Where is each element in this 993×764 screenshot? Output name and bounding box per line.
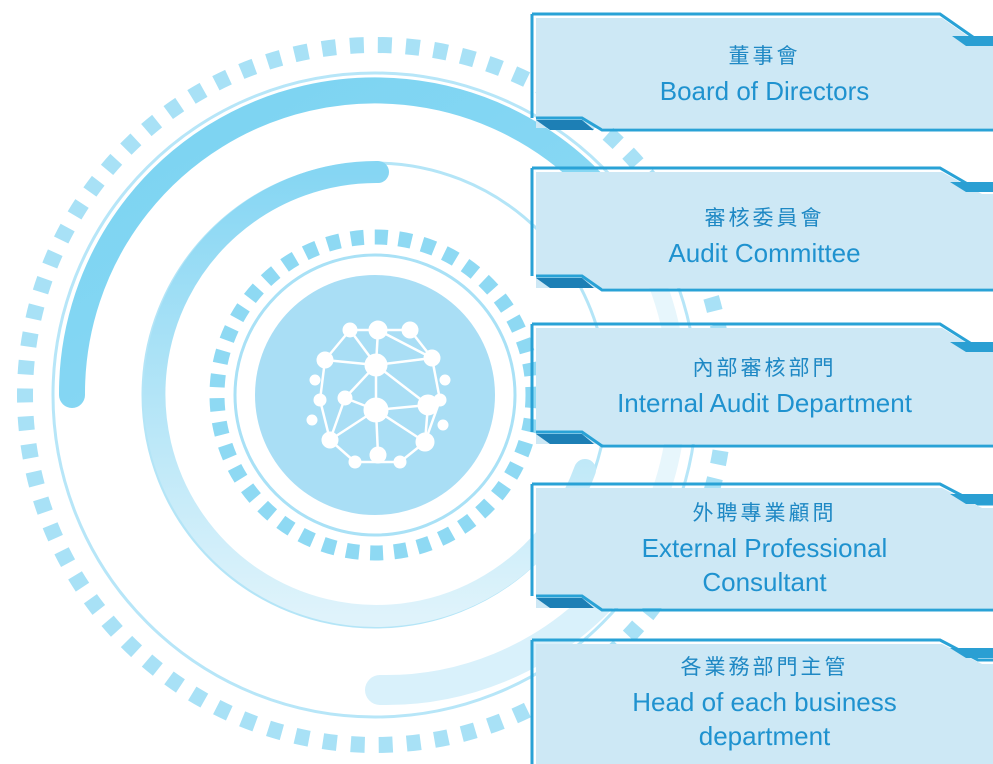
box-label-en: Board of Directors [659,76,870,106]
box-label-en: Internal Audit Department [617,388,912,418]
box-label-en: Head of each business department [632,687,897,751]
box-label-zh: 內部審核部門 [692,356,837,380]
inner-thin-ring [233,253,517,537]
middle-thick-arc [143,160,596,627]
box-label-zh: 審核委員會 [704,206,825,230]
box-frame [530,482,993,612]
bottom-faint-arc [365,585,615,706]
box-internal-audit-department: 內部審核部門 Internal Audit Department [522,320,993,448]
box-frame [530,12,993,132]
box-frame [530,638,993,764]
box-board-of-directors: 董事會 Board of Directors [522,10,993,132]
box-head-of-business-department: 各業務部門主管 Head of each business department [522,636,993,764]
box-label-zh: 各業務部門主管 [680,655,849,679]
box-label-en: External Professional Consultant [641,533,888,597]
box-frame [530,322,993,448]
box-audit-committee: 審核委員會 Audit Committee [522,164,993,292]
box-external-professional-consultant: 外聘專業顧問 External Professional Consultant [522,480,993,612]
box-label-zh: 外聘專業顧問 [692,501,837,525]
box-frame [530,166,993,292]
box-label-zh: 董事會 [728,44,801,68]
globe-network-icon [306,320,451,469]
thick-arc [58,77,661,408]
box-label-en: Audit Committee [668,238,861,268]
